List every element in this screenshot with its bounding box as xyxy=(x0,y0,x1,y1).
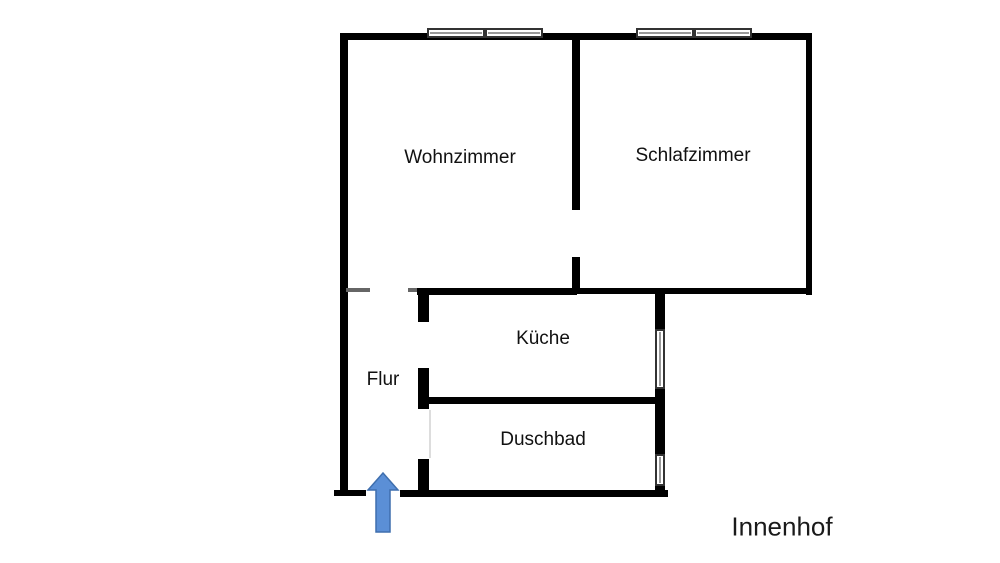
bottom-wall-left xyxy=(334,490,366,496)
room-label-duschbad: Duschbad xyxy=(500,429,586,450)
wall-living-hall-thin-2 xyxy=(408,288,418,292)
right-wall-upper xyxy=(806,33,812,295)
room-label-schlafzimmer: Schlafzimmer xyxy=(635,145,751,166)
wall-hall-bath-lower xyxy=(418,459,429,497)
wall-living-bedroom-lower xyxy=(572,257,580,294)
wall-kitchen-bath xyxy=(418,397,664,404)
arrow-up-icon xyxy=(366,471,400,533)
wall-living-bedroom-upper xyxy=(572,33,580,210)
left-wall xyxy=(340,33,348,495)
room-label-wohnzimmer: Wohnzimmer xyxy=(404,147,516,168)
wall-kitchen-top xyxy=(417,288,577,295)
interior-walls xyxy=(346,33,665,497)
room-label-flur: Flur xyxy=(366,369,400,390)
wall-living-hall-thin xyxy=(346,288,370,292)
bottom-wall-right xyxy=(400,490,668,497)
windows xyxy=(427,28,752,486)
wall-hall-kitchen-lower xyxy=(418,368,429,409)
outside-label-innenhof: Innenhof xyxy=(731,511,833,542)
right-wall-lower xyxy=(655,290,665,497)
bottom-wall-schlafzimmer xyxy=(573,288,812,294)
room-label-kueche: Küche xyxy=(516,328,570,349)
wall-hall-kitchen-upper xyxy=(418,288,429,322)
